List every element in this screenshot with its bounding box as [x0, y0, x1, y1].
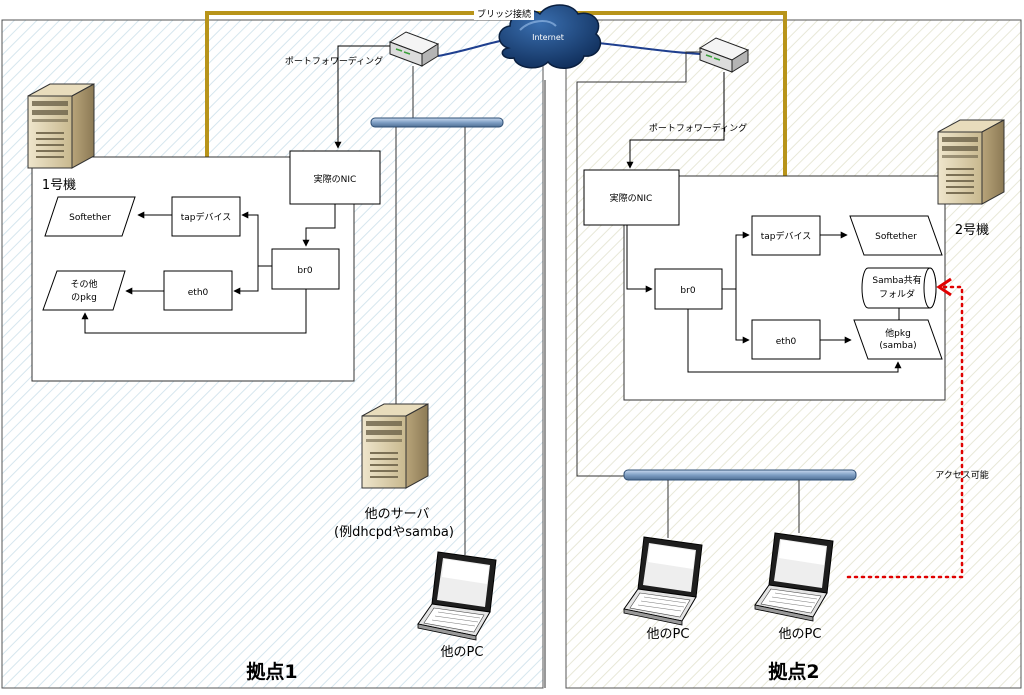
- site1-tap-label: tapデバイス: [181, 211, 232, 223]
- samba-folder-icon: [861, 267, 937, 309]
- samba-line2: フォルダ: [879, 288, 915, 300]
- site1-portforward-label: ポートフォワーディング: [285, 55, 383, 67]
- site1-eth0-label: eth0: [188, 288, 209, 298]
- site1-br0-label: br0: [297, 266, 312, 276]
- site2-portforward-arrow: [626, 72, 725, 169]
- site2-tap-node: [751, 215, 821, 256]
- site2-portforward-label: ポートフォワーディング: [649, 122, 747, 134]
- other-server-icon: [361, 403, 429, 489]
- site2-br0-node: [654, 268, 723, 310]
- site2-eth0-label: eth0: [776, 337, 797, 347]
- site2-otherpkg-line1: 他pkg: [885, 327, 911, 339]
- other-server-line1: 他のサーバ: [365, 507, 430, 522]
- site1-br0-node: [271, 248, 340, 290]
- site1-eth0-node: [163, 270, 233, 311]
- samba-line1: Samba共有: [872, 274, 921, 286]
- access-dotted-line: [846, 285, 964, 579]
- site1-softether-node: [44, 196, 136, 237]
- access-label: アクセス可能: [935, 469, 989, 481]
- site1-portforward-arrow: [334, 45, 390, 149]
- site2-title: 拠点2: [768, 660, 819, 683]
- site1-nic-label: 実際のNIC: [314, 173, 357, 185]
- site1-otherpkg-node: [42, 270, 126, 311]
- site2-pc1-label: 他のPC: [647, 627, 690, 642]
- site1-softether-label: Softether: [69, 213, 111, 223]
- site2-otherpkg-line2: (samba): [879, 341, 916, 351]
- site2-tap-label: tapデバイス: [761, 230, 812, 242]
- site2-nic-node: [583, 169, 680, 226]
- access-arrowhead: [936, 277, 952, 297]
- other-server-line2: (例dhcpdやsamba): [334, 525, 454, 540]
- machine2-label: 2号機: [955, 223, 989, 238]
- site1-tap-node: [171, 196, 241, 237]
- site2-switch-bar: [623, 469, 857, 481]
- machine1-server-icon: [27, 83, 95, 169]
- site2-nic-label: 実際のNIC: [610, 192, 653, 204]
- internet-label: Internet: [532, 33, 564, 42]
- site2-otherpkg-node: [853, 319, 943, 360]
- site1-otherpkg-line1: その他: [70, 278, 97, 290]
- site2-br0-label: br0: [680, 286, 695, 296]
- site1-otherpkg-line2: のpkg: [71, 293, 97, 303]
- site2-pc2-label: 他のPC: [779, 627, 822, 642]
- bridge-label: ブリッジ接続: [477, 8, 531, 20]
- machine2-server-icon: [937, 119, 1005, 205]
- site1-pc-label: 他のPC: [441, 645, 484, 660]
- site2-softether-node: [849, 215, 943, 256]
- site2-softether-label: Softether: [875, 232, 917, 242]
- site1-switch-bar: [370, 117, 504, 128]
- site1-title: 拠点1: [246, 660, 297, 683]
- site2-eth0-node: [751, 319, 821, 360]
- machine1-label: 1号機: [42, 178, 76, 193]
